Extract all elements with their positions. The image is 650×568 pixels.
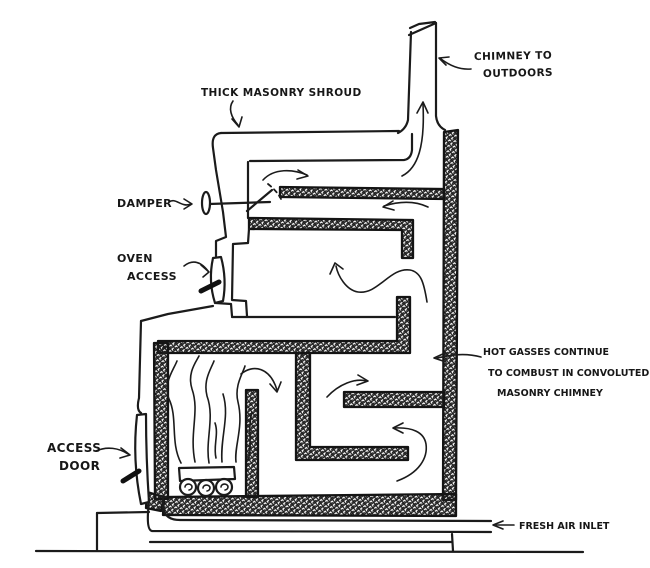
duct-upper-line (161, 495, 493, 523)
flow-arrows (240, 101, 429, 482)
ground-line (34, 549, 585, 554)
leader-fresh-air-head (492, 520, 504, 530)
label-shroud: THICK MASONRY SHROUD (201, 87, 362, 99)
oven-door-handle (198, 279, 222, 294)
flow-arrow-into-oven (335, 265, 428, 303)
flow-arrow-into-oven-head (329, 262, 344, 275)
chimney-right-edge (434, 21, 447, 132)
damper-assembly (200, 183, 282, 216)
flow-arrow-top-right-head (296, 169, 309, 180)
chimney (396, 20, 447, 135)
flow-arrow-lower-right (326, 379, 368, 398)
shroud-top-inner (248, 132, 414, 163)
mid-baffle (342, 390, 446, 409)
firebox-left-wall (152, 341, 170, 501)
lower-ledge (139, 304, 215, 323)
flow-arrow-mid-left-head (382, 200, 395, 211)
flow-arrow-bottom-s-head (392, 422, 404, 434)
fire-baffle (244, 388, 260, 499)
label-oven-line2: ACCESS (127, 270, 177, 283)
grate-plank (177, 465, 237, 483)
log-pile (178, 477, 234, 498)
plinth-top (95, 510, 151, 515)
baffle-2 (247, 216, 415, 260)
leader-arrows (95, 56, 515, 530)
shroud-top-outer (219, 129, 401, 135)
flow-arrow-lower-right-head (356, 374, 369, 386)
fire-flames (166, 355, 253, 464)
flow-arrow-over-fire-baffle (240, 367, 278, 391)
leader-hot-gasses-head (433, 352, 447, 363)
leader-access-door-head (119, 447, 131, 459)
l-baffle (294, 351, 410, 462)
leader-damper (168, 199, 192, 206)
firebox-fire (166, 355, 253, 498)
label-fresh-air: FRESH AIR INLET (519, 521, 610, 532)
floor-slab (161, 492, 458, 518)
leader-chimney (440, 58, 472, 70)
masonry-walls (144, 128, 460, 518)
plinth-right-edge (450, 532, 455, 553)
shroud-left-profile (211, 131, 228, 258)
damper-swing-dashes (267, 183, 282, 200)
label-hot-gasses-line3: MASONRY CHIMNEY (497, 388, 603, 399)
oven-door-foot (214, 301, 234, 318)
flow-arrow-bottom-s (393, 427, 428, 482)
base-plinth (34, 510, 585, 554)
label-damper: DAMPER (117, 197, 172, 210)
label-access-door-line1: ACCESS (47, 441, 101, 455)
label-access-door-line2: DOOR (59, 459, 100, 473)
firebox-access-door (134, 412, 151, 506)
leader-chimney-head (438, 56, 450, 66)
right-wall (441, 128, 460, 502)
flow-arrow-chimney-up-head (416, 101, 429, 114)
label-hot-gasses-line1: HOT GASSES CONTINUE (483, 347, 609, 358)
damper-rod (207, 200, 272, 206)
flow-arrow-over-fire-baffle-head (269, 381, 282, 393)
damper-plate (245, 188, 274, 213)
flow-arrow-chimney-up (401, 103, 425, 177)
leader-oven-access (183, 261, 209, 272)
labels: CHIMNEY TO OUTDOORS THICK MASONRY SHROUD… (47, 50, 649, 532)
access-door-handle (120, 468, 142, 484)
masonry-shroud-outline (136, 129, 414, 415)
leader-hot-gasses (436, 353, 482, 359)
leader-damper-head (183, 198, 193, 210)
chimney-left-edge (396, 30, 413, 135)
leader-oven-access-head (200, 264, 210, 278)
label-chimney-line1: CHIMNEY TO (474, 50, 552, 63)
baffle-1 (278, 185, 446, 201)
oven-interior-steps (230, 227, 251, 318)
label-chimney-line2: OUTDOORS (483, 67, 553, 80)
label-oven-line1: OVEN (117, 252, 153, 265)
firebox-ceiling (156, 295, 412, 355)
label-hot-gasses-line2: TO COMBUST IN CONVOLUTED (488, 368, 649, 379)
leader-shroud-head (231, 116, 243, 128)
lower-left-edge (136, 319, 143, 415)
damper-knob (200, 190, 212, 216)
chimney-cap (407, 20, 438, 37)
